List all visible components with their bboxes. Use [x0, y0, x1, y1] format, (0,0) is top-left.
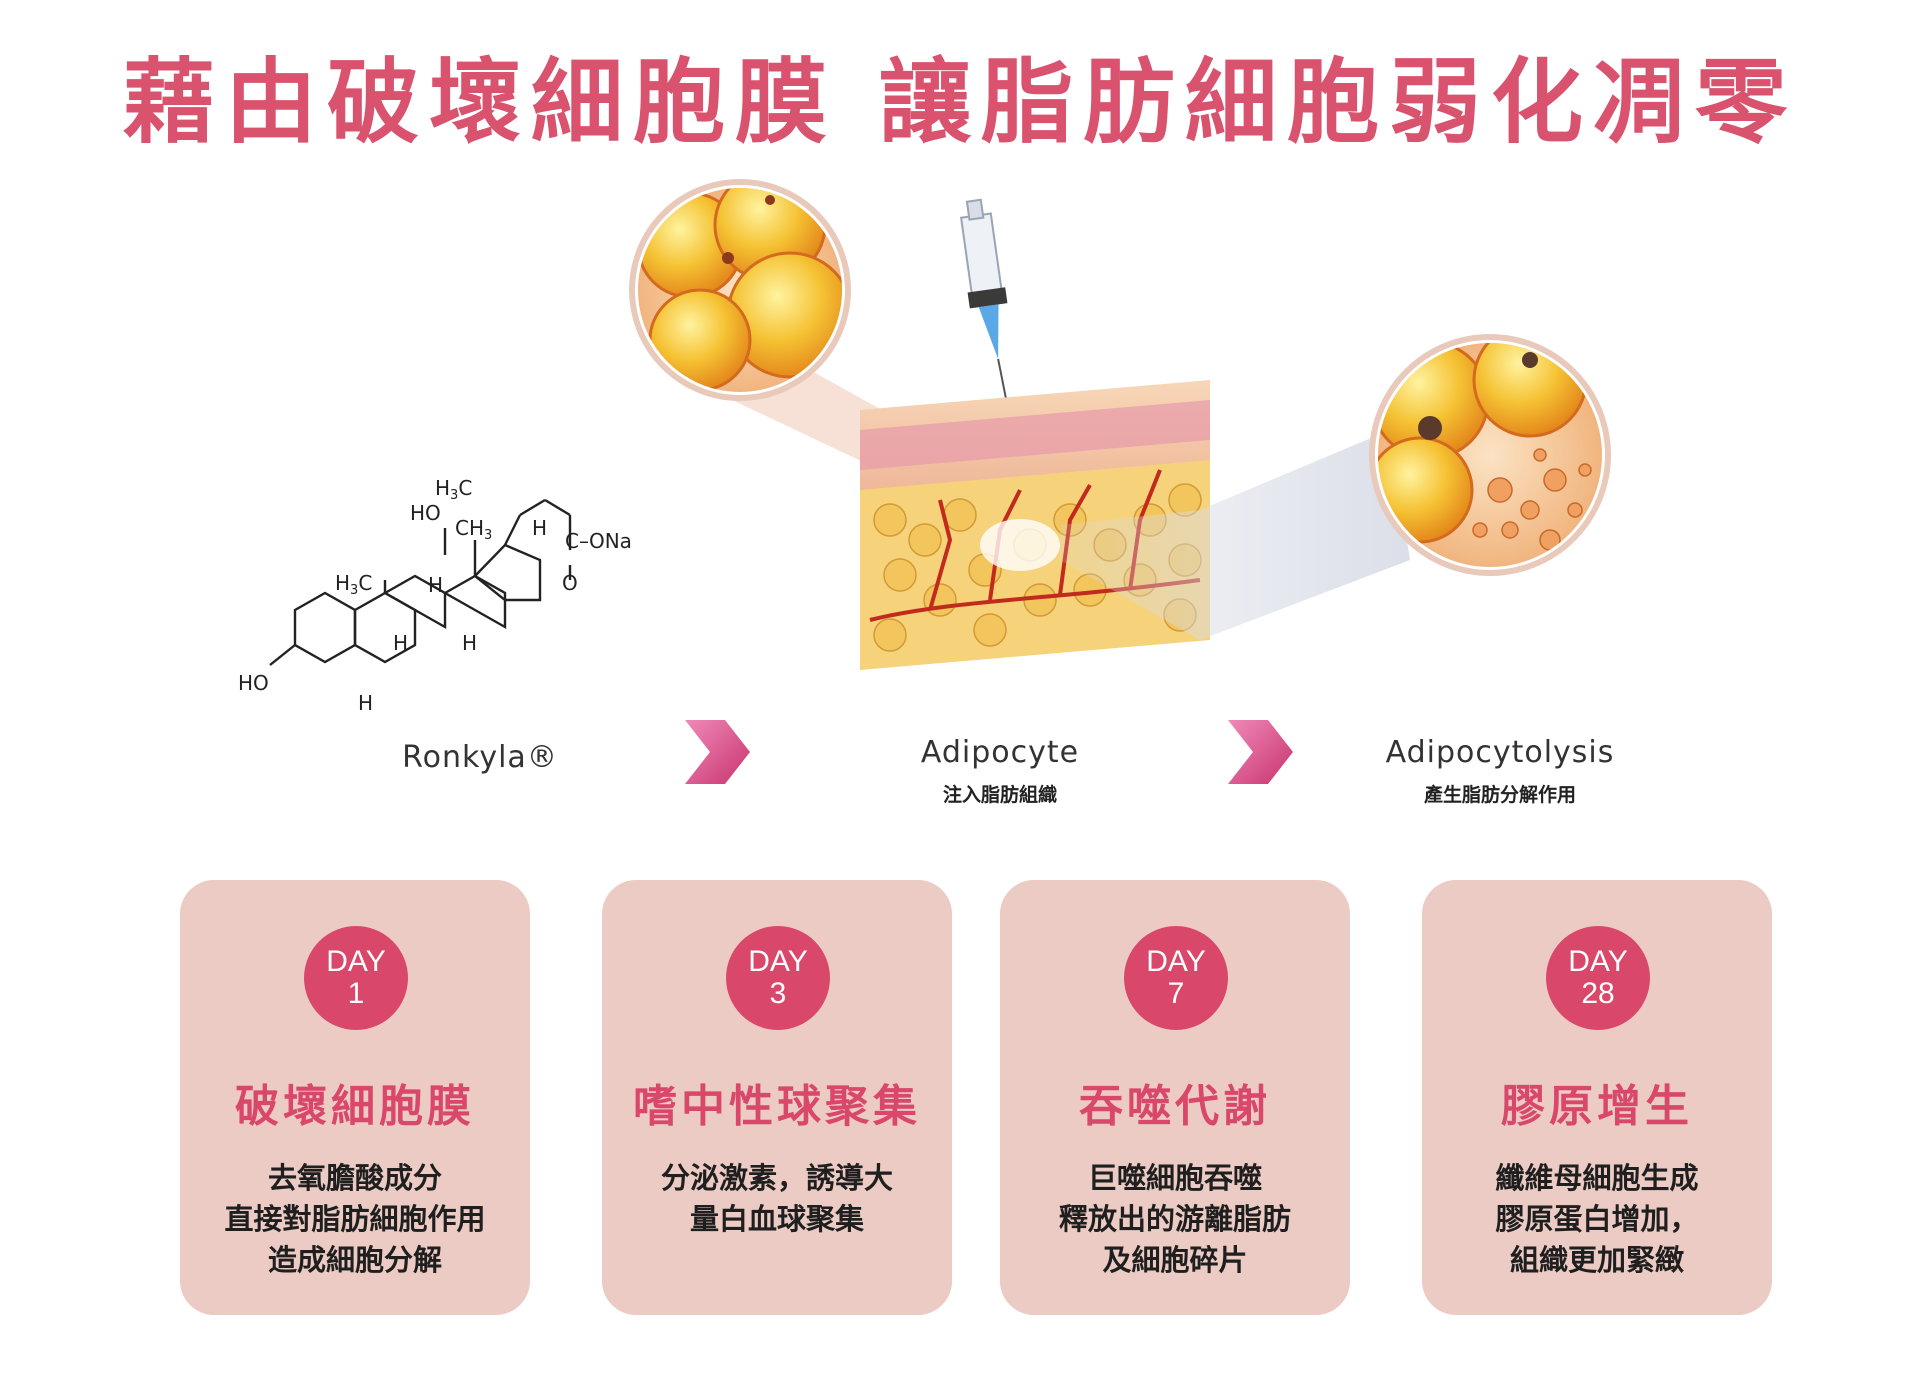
card-description: 去氧膽酸成分 直接對脂肪細胞作用 造成細胞分解: [195, 1158, 515, 1281]
chevron-right-icon: [685, 720, 750, 784]
day-badge: DAY 3: [726, 926, 830, 1030]
step-sub: 產生脂肪分解作用: [1423, 784, 1576, 806]
fat-cells-icon: [629, 179, 851, 401]
day-card: DAY 3 嗜中性球聚集 分泌激素，誘導大 量白血球聚集: [602, 880, 952, 1315]
svg-text:O: O: [562, 571, 578, 595]
badge-num: 3: [769, 977, 787, 1010]
desc-line: 膠原蛋白增加，: [1495, 1202, 1699, 1236]
day-card: DAY 28 膠原增生 纖維母細胞生成 膠原蛋白增加， 組織更加緊緻: [1422, 880, 1772, 1315]
svg-text:H3C: H3C: [335, 571, 372, 598]
svg-text:C–ONa: C–ONa: [565, 529, 632, 553]
card-title: 膠原增生: [1501, 1081, 1693, 1132]
desc-line: 及細胞碎片: [1102, 1243, 1248, 1277]
svg-text:H: H: [358, 691, 373, 715]
molecule-icon: [269, 498, 572, 666]
day-card: DAY 1 破壞細胞膜 去氧膽酸成分 直接對脂肪細胞作用 造成細胞分解: [180, 880, 530, 1315]
step-adipocyte: Adipocyte 注入脂肪組織: [870, 735, 1130, 807]
badge-day: DAY: [326, 945, 386, 978]
step-label: Ronkyla®: [402, 740, 558, 775]
step-ronkyla: Ronkyla®: [360, 740, 600, 775]
desc-line: 量白血球聚集: [689, 1202, 864, 1236]
chevron-right-icon: [1228, 720, 1293, 784]
card-description: 巨噬細胞吞噬 釋放出的游離脂肪 及細胞碎片: [1015, 1158, 1335, 1281]
desc-line: 巨噬細胞吞噬: [1087, 1161, 1262, 1195]
syringe-icon: [959, 198, 1031, 517]
badge-num: 1: [347, 977, 365, 1010]
skin-tissue-icon: [860, 380, 1210, 670]
illustration: H3C HO CH3 H C–ONa O H3C H H H HO H: [238, 179, 1611, 784]
step-adipocytolysis: Adipocytolysis 產生脂肪分解作用: [1350, 735, 1650, 807]
day-card: DAY 7 吞噬代謝 巨噬細胞吞噬 釋放出的游離脂肪 及細胞碎片: [1000, 880, 1350, 1315]
badge-num: 28: [1581, 977, 1615, 1010]
step-label: Adipocyte: [920, 735, 1080, 770]
broken-fat-cells-icon: [1369, 334, 1611, 576]
card-title: 破壞細胞膜: [235, 1081, 475, 1132]
day-badge: DAY 7: [1124, 926, 1228, 1030]
svg-text:HO: HO: [410, 501, 441, 525]
desc-line: 直接對脂肪細胞作用: [224, 1202, 486, 1236]
badge-day: DAY: [1568, 945, 1628, 978]
svg-text:CH3: CH3: [455, 516, 492, 543]
card-title: 吞噬代謝: [1079, 1081, 1271, 1132]
card-title: 嗜中性球聚集: [633, 1081, 921, 1132]
card-description: 纖維母細胞生成 膠原蛋白增加， 組織更加緊緻: [1437, 1158, 1757, 1281]
page-title: 藉由破壞細胞膜 讓脂肪細胞弱化凋零: [122, 49, 1798, 156]
svg-text:H: H: [532, 516, 547, 540]
desc-line: 釋放出的游離脂肪: [1058, 1202, 1291, 1236]
step-sub: 注入脂肪組織: [942, 784, 1057, 806]
desc-line: 組織更加緊緻: [1509, 1243, 1684, 1277]
badge-day: DAY: [748, 945, 808, 978]
desc-line: 分泌激素，誘導大: [660, 1161, 893, 1195]
desc-line: 去氧膽酸成分: [267, 1161, 442, 1195]
svg-text:H: H: [393, 631, 408, 655]
card-description: 分泌激素，誘導大 量白血球聚集: [617, 1158, 937, 1240]
day-badge: DAY 28: [1546, 926, 1650, 1030]
svg-text:H3C: H3C: [435, 476, 472, 503]
desc-line: 造成細胞分解: [267, 1243, 442, 1277]
day-badge: DAY 1: [304, 926, 408, 1030]
badge-num: 7: [1167, 977, 1185, 1010]
desc-line: 纖維母細胞生成: [1495, 1161, 1699, 1195]
molecule-labels: H3C HO CH3 H C–ONa O H3C H H H HO H: [238, 476, 632, 715]
badge-day: DAY: [1146, 945, 1206, 978]
svg-text:H: H: [428, 573, 443, 597]
svg-text:HO: HO: [238, 671, 269, 695]
step-label: Adipocytolysis: [1385, 735, 1615, 770]
svg-text:H: H: [462, 631, 477, 655]
